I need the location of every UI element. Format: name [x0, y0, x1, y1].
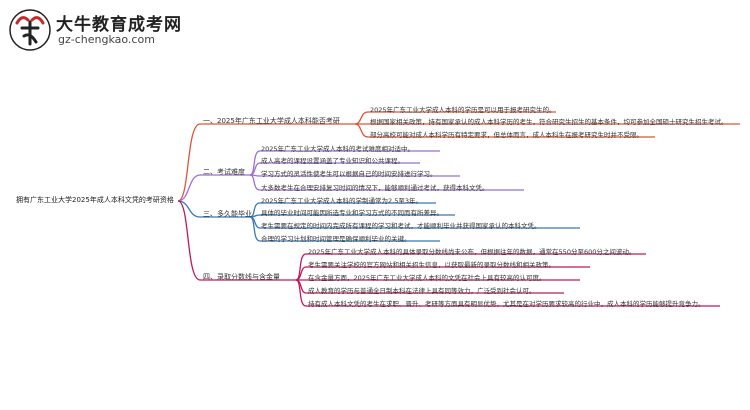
- branch-4-leaf-2: 考生需要关注学校的官方网站和相关招生信息，以获取最新的录取分数线和相关政策。: [308, 261, 555, 269]
- branch-1-label: 一、2025年广东工业大学成人本科能否考研: [203, 117, 340, 125]
- branch-2-leaf-1: 2025年广东工业大学成人本科的考试难度相对适中。: [261, 145, 415, 153]
- branch-2-leaf-4: 大多数考生在合理安排复习时间的情况下，能够顺利通过考试，获得本科文凭。: [261, 184, 489, 192]
- bull-logo-icon: [9, 9, 51, 51]
- branch-4-leaf-3: 在含金量方面，2025年广东工业大学成人本科的文凭在社会上具有较高的认可度。: [308, 274, 546, 282]
- branch-4-leaf-4: 成人教育的学历与普通全日制本科在法律上具有同等效力，广泛受到社会认可。: [308, 287, 536, 295]
- branch-4-leaf-1: 2025年广东工业大学成人本科的具体录取分数线尚未公布，但根据往年的数据，通常在…: [308, 248, 636, 256]
- branch-2-leaf-3: 学习方式的灵活性使考生可以根据自己的时间安排进行学习。: [261, 170, 437, 178]
- branch-4-leaf-5: 持有成人本科文凭的考生在求职、晋升、考研等方面具有明显优势，尤其是在对学历要求较…: [308, 300, 705, 308]
- branch-2-leaf-2: 成人高考的课程设置涵盖了专业知识和公共课程。: [261, 157, 404, 165]
- brand-url: gz-chengkao.com: [58, 33, 155, 46]
- branch-1-leaf-1: 2025年广东工业大学成人本科的学历是可以用于报考研究生的。: [370, 106, 556, 114]
- branch-3-leaf-3: 考生需要在规定的时间内完成所有课程的学习和考试，才能顺利毕业并获得国家承认的本科…: [261, 222, 541, 230]
- brand-name: 大牛教育成考网: [56, 15, 182, 35]
- branch-1-leaf-2: 根据国家相关政策，持有国家承认的成人本科学历的考生，符合研究生招生的基本条件，均…: [370, 118, 728, 126]
- branch-4-label: 四、录取分数线与含金量: [203, 273, 280, 281]
- branch-3-leaf-4: 合理的学习计划和时间管理是确保顺利毕业的关键。: [261, 235, 411, 243]
- branch-3-label: 三、多久能毕业: [203, 210, 252, 218]
- branch-1-leaf-3: 部分高校可能对成人本科学历有特定要求，但总体而言，成人本科生在报考研究生时并不受…: [370, 131, 643, 139]
- branch-3-leaf-1: 2025年广东工业大学成人本科的学制通常为2.5至3年。: [261, 197, 423, 205]
- mindmap-root: 拥有广东工业大学2025年成人本科文凭的考研资格: [16, 196, 174, 204]
- branch-3-leaf-2: 具体的毕业时间可能因所选专业和学习方式的不同而有所差异。: [261, 209, 443, 217]
- branch-2-label: 二、考试难度: [203, 168, 245, 176]
